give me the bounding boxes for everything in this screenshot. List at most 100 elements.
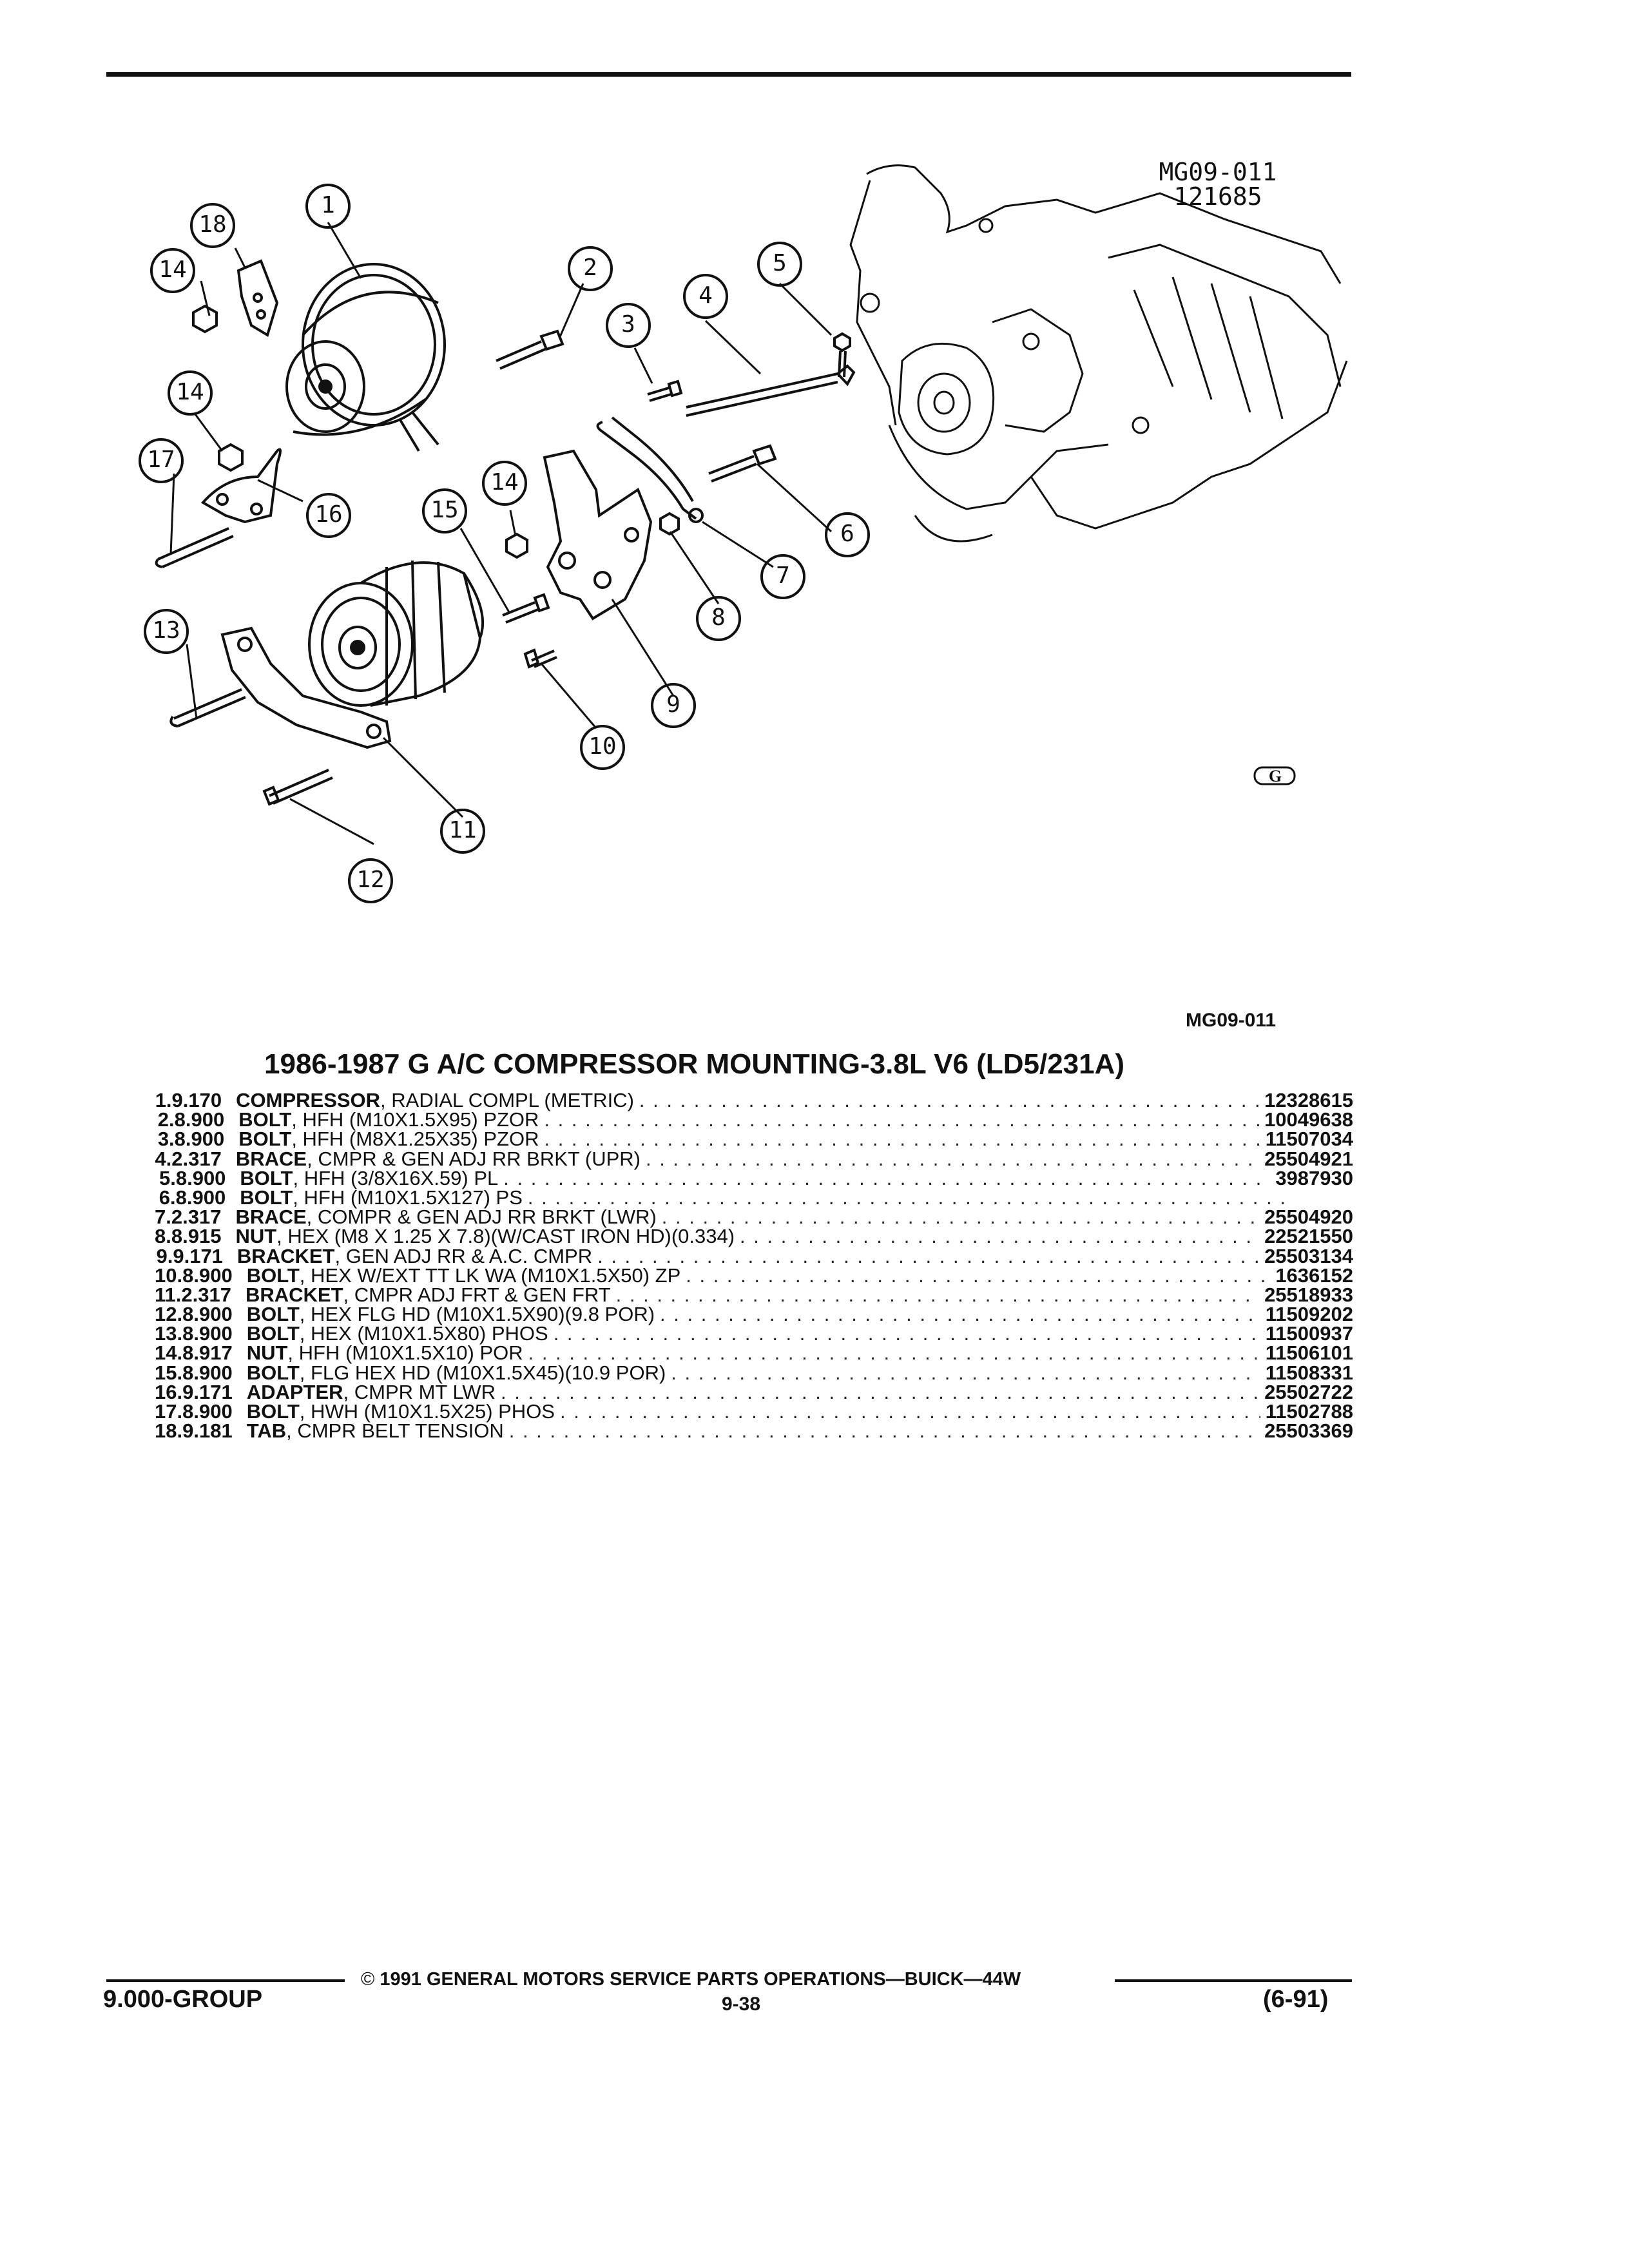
compressor-drawing [285,263,446,452]
part-index: 6. [159,1186,176,1209]
leader-dots: . . . . . . . . . . . . . . . . . . . . … [559,1400,1260,1423]
part-index: 1. [155,1089,172,1111]
part-group: 8.900 [182,1400,233,1423]
part-group: 2.317 [181,1283,231,1306]
figure-number-label: 121685 [1173,182,1262,211]
callout-circle [144,609,189,654]
nut-drawing [659,512,680,536]
part-name: BRACKET [245,1283,343,1306]
callout-circle [580,725,625,770]
part-name: BOLT [246,1322,300,1345]
bolt-drawing [502,593,550,624]
svg-text:G: G [1269,767,1282,785]
part-index: 3. [157,1128,175,1151]
part-index: 8. [155,1225,171,1248]
leader-dots: . . . . . . . . . . . . . . . . . . . . … [661,1206,1259,1229]
part-number: 22521550 [1264,1225,1353,1248]
part-index: 7. [155,1206,171,1229]
nut-drawing [192,304,218,334]
part-group: 9.171 [173,1244,223,1267]
part-name: BRACE [235,1206,307,1229]
callout-circle [440,809,485,854]
part-number: 10049638 [1264,1108,1353,1131]
callout-circle [757,242,802,287]
callout-circle [651,683,696,728]
part-name: BRACKET [236,1244,335,1267]
part-index: 4. [155,1147,172,1170]
callout-9: 9 [666,691,680,718]
footer-page-number: 9-38 [722,1994,761,2015]
part-row: 8.8.915 NUT, HEX (M8 X 1.25 X 7.8)(W/CAST… [155,1225,1353,1248]
part-detail: , HEX (M10X1.5X80) PHOS [299,1322,548,1345]
callout-14c: 14 [490,469,519,495]
bracket-drawing [543,449,653,620]
part-number: 11500937 [1265,1322,1353,1345]
part-number: 3987930 [1275,1166,1353,1189]
part-description: BOLT, HFH (3/8X16X.59) PL [240,1167,498,1190]
callout-17: 17 [147,447,175,473]
part-group: 8.915 [171,1225,222,1248]
callout-3: 3 [621,311,635,338]
callout-7: 7 [776,562,790,589]
engine-drawing [849,164,1348,543]
part-number: 25518933 [1264,1283,1353,1306]
part-number: 12328615 [1264,1089,1353,1111]
part-name: TAB [246,1419,287,1443]
callout-6: 6 [840,521,854,547]
part-name: BRACE [235,1147,307,1170]
part-name: BOLT [238,1128,292,1151]
leader-dots: . . . . . . . . . . . . . . . . . . . . … [553,1322,1260,1345]
part-name: BOLT [246,1264,300,1287]
part-description: TAB, CMPR BELT TENSION [247,1419,504,1443]
part-group: 8.900 [175,1166,226,1189]
part-group: 9.171 [182,1380,233,1403]
part-group: 8.900 [182,1322,233,1345]
part-name: NUT [235,1225,277,1248]
part-index: 2. [157,1108,175,1131]
part-description: COMPRESSOR, RADIAL COMPL (METRIC) [236,1089,634,1112]
part-detail: , COMPR & GEN ADJ RR BRKT (LWR) [306,1206,657,1229]
part-description: BOLT, HWH (M10X1.5X25) PHOS [247,1400,555,1423]
part-group: 2.317 [171,1147,222,1170]
part-index: 10. [155,1264,183,1287]
brace-drawing [686,364,856,417]
part-index: 17. [155,1400,183,1423]
part-detail: , HEX (M8 X 1.25 X 7.8)(W/CAST IRON HD)(… [276,1225,735,1248]
footer-section: 9.000-GROUP [103,1986,263,2013]
part-description: BRACKET, CMPR ADJ FRT & GEN FRT [246,1283,611,1307]
brace-drawing [596,416,697,520]
part-detail: , HFH (M10X1.5X95) PZOR [291,1108,539,1131]
leader-dots: . . . . . . . . . . . . . . . . . . . . … [597,1244,1259,1267]
part-description: BOLT, FLG HEX HD (M10X1.5X45)(10.9 POR) [247,1361,666,1385]
part-index: 12. [155,1303,183,1326]
part-name: BOLT [246,1400,300,1423]
callout-2: 2 [583,255,597,281]
part-index: 15. [155,1361,183,1384]
callout-circle [760,554,805,599]
bolt-drawing [155,527,234,568]
bolt-drawing [833,332,851,378]
callout-10: 10 [588,733,617,760]
leader-dots: . . . . . . . . . . . . . . . . . . . . … [544,1108,1259,1131]
part-index: 11. [155,1283,182,1306]
part-description: NUT, HFH (M10X1.5X10) POR [247,1341,523,1365]
part-detail: , HEX FLG HD (M10X1.5X90)(9.8 POR) [299,1303,655,1326]
callout-13: 13 [152,617,180,644]
callout-circle [825,512,870,557]
alternator-drawing [308,560,485,707]
part-description: BOLT, HEX W/EXT TT LK WA (M10X1.5X50) ZP [247,1264,681,1287]
leader-dots: . . . . . . . . . . . . . . . . . . . . … [544,1128,1260,1151]
callout-circle [305,184,351,229]
callout-circle [696,596,741,641]
part-description: BOLT, HFH (M8X1.25X35) PZOR [238,1128,539,1151]
nut-drawing [505,532,528,559]
part-description: ADAPTER, CMPR MT LWR [247,1381,496,1404]
bolt-drawing [523,648,557,669]
callout-circle [683,274,728,319]
figure-code: MG09-011 [1186,1010,1277,1031]
